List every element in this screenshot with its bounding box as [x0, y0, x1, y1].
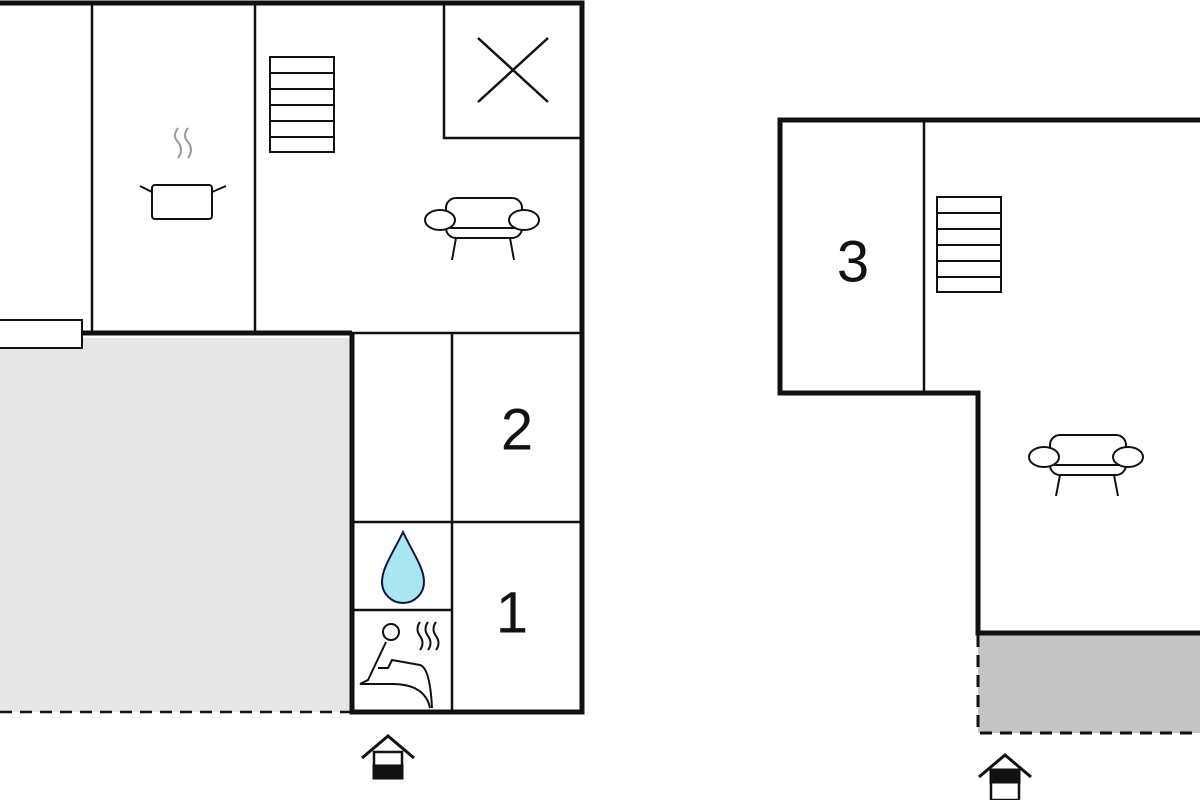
stairs-icon [269, 56, 335, 153]
room-label-1: 1 [495, 580, 529, 646]
room-label-2: 2 [500, 397, 534, 463]
terrace-upper-dashed-edge [976, 635, 1200, 735]
sauna-icon [359, 621, 440, 709]
kitchen-pot-icon [139, 127, 227, 220]
room-label-3: 3 [836, 229, 870, 295]
entrance-icon [978, 753, 1032, 800]
terrace-upper [978, 635, 1200, 733]
sofa-icon [1028, 434, 1144, 497]
stairs-icon [936, 196, 1002, 293]
ground-floor-walls [0, 0, 585, 715]
shower-drop-icon [380, 529, 426, 604]
terrace-ground [0, 338, 350, 712]
void-x-icon [477, 37, 549, 103]
sofa-icon [424, 197, 540, 261]
upper-floor-walls [777, 117, 1200, 636]
entrance-icon [361, 734, 415, 780]
